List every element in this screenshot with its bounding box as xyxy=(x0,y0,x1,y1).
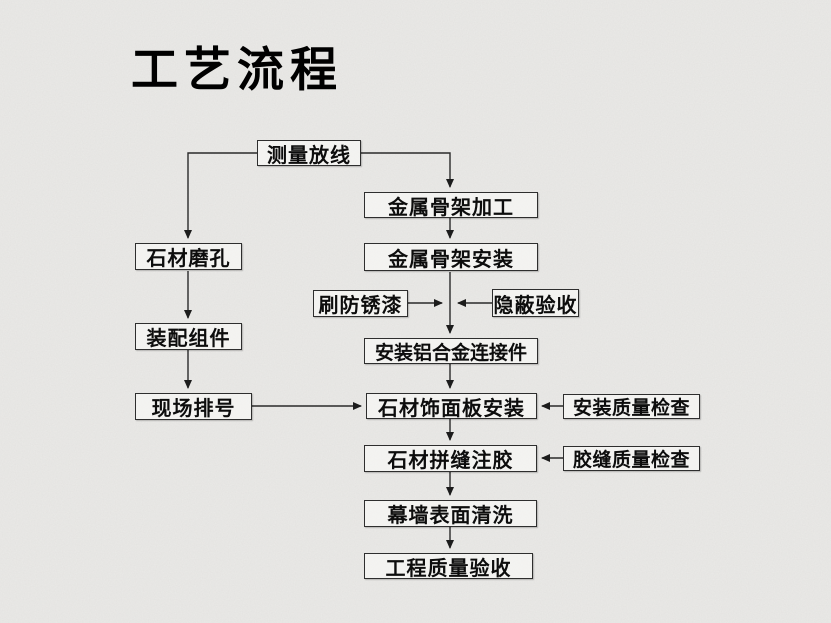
flow-node-stone-joint-caulking: 石材拼缝注胶 xyxy=(364,445,537,472)
flow-node-curtain-wall-cleaning: 幕墙表面清洗 xyxy=(364,500,537,527)
flow-node-metal-frame-processing: 金属骨架加工 xyxy=(364,192,538,219)
flow-node-component-assembly: 装配组件 xyxy=(135,323,242,350)
flow-node-stone-panel-installation: 石材饰面板安装 xyxy=(366,393,537,420)
flow-node-site-numbering: 现场排号 xyxy=(135,393,252,420)
arrow-measure-to-processing xyxy=(361,152,454,188)
flow-node-metal-frame-installation: 金属骨架安装 xyxy=(364,243,538,271)
flow-node-concealed-acceptance: 隐蔽验收 xyxy=(492,289,579,317)
flow-node-measure-layout: 测量放线 xyxy=(257,140,361,167)
arrow-measure-to-drilling xyxy=(184,152,257,239)
flow-node-project-quality-acceptance: 工程质量验收 xyxy=(364,553,533,580)
flow-node-caulk-quality-check: 胶缝质量检查 xyxy=(563,446,700,471)
page-title: 工艺流程 xyxy=(131,43,343,98)
flow-node-aluminum-connector-install: 安装铝合金连接件 xyxy=(364,338,538,364)
flow-node-stone-drilling: 石材磨孔 xyxy=(135,243,242,270)
flow-node-installation-quality-check: 安装质量检查 xyxy=(563,394,700,419)
flow-node-anti-rust-painting: 刷防锈漆 xyxy=(313,290,408,317)
